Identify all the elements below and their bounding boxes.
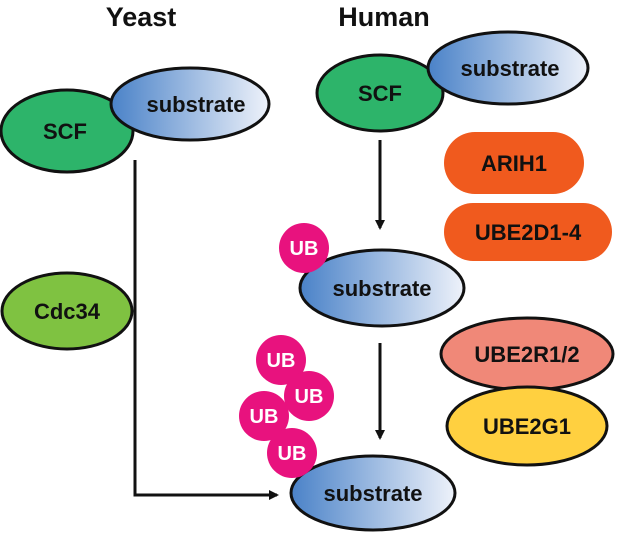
ub-chain-1 bbox=[256, 335, 306, 385]
ub-tag-mono bbox=[279, 223, 329, 273]
yeast-substrate-node bbox=[109, 66, 271, 142]
yeast-scf-label: SCF bbox=[43, 119, 87, 144]
cdc34-node bbox=[0, 271, 134, 351]
mono-ub-substrate-label: substrate bbox=[332, 276, 431, 301]
yeast-substrate-label: substrate bbox=[146, 92, 245, 117]
ub-chain-1-label: UB bbox=[267, 350, 296, 372]
ube2d-node bbox=[444, 203, 612, 261]
ub-chain-2-label: UB bbox=[295, 386, 324, 408]
ube2g1-label: UBE2G1 bbox=[483, 414, 571, 439]
ube2r-label: UBE2R1/2 bbox=[474, 342, 579, 367]
ube2g1-node bbox=[445, 385, 609, 467]
cdc34-label: Cdc34 bbox=[34, 299, 101, 324]
ub-chain-4-label: UB bbox=[278, 443, 307, 465]
poly-ub-substrate-label: substrate bbox=[323, 481, 422, 506]
ub-tag-mono-label: UB bbox=[290, 238, 319, 260]
ub-chain-3-label: UB bbox=[250, 406, 279, 428]
human-substrate-label: substrate bbox=[460, 56, 559, 81]
arih1-label: ARIH1 bbox=[481, 151, 547, 176]
yeast-title: Yeast bbox=[106, 2, 177, 32]
ub-chain-3 bbox=[239, 391, 289, 441]
ub-chain-2 bbox=[284, 371, 334, 421]
human-scf-node bbox=[315, 53, 445, 133]
ube2d-label: UBE2D1-4 bbox=[475, 220, 582, 245]
mono-ub-substrate-node bbox=[298, 248, 466, 328]
poly-ub-substrate-node bbox=[289, 454, 457, 532]
arih1-node bbox=[444, 132, 584, 194]
yeast-pathway-arrow bbox=[133, 160, 279, 500]
human-scf-label: SCF bbox=[358, 81, 402, 106]
yeast-scf-node bbox=[0, 88, 135, 174]
human-title: Human bbox=[338, 2, 430, 32]
ub-chain-4 bbox=[267, 428, 317, 478]
human-substrate-node bbox=[426, 30, 590, 106]
